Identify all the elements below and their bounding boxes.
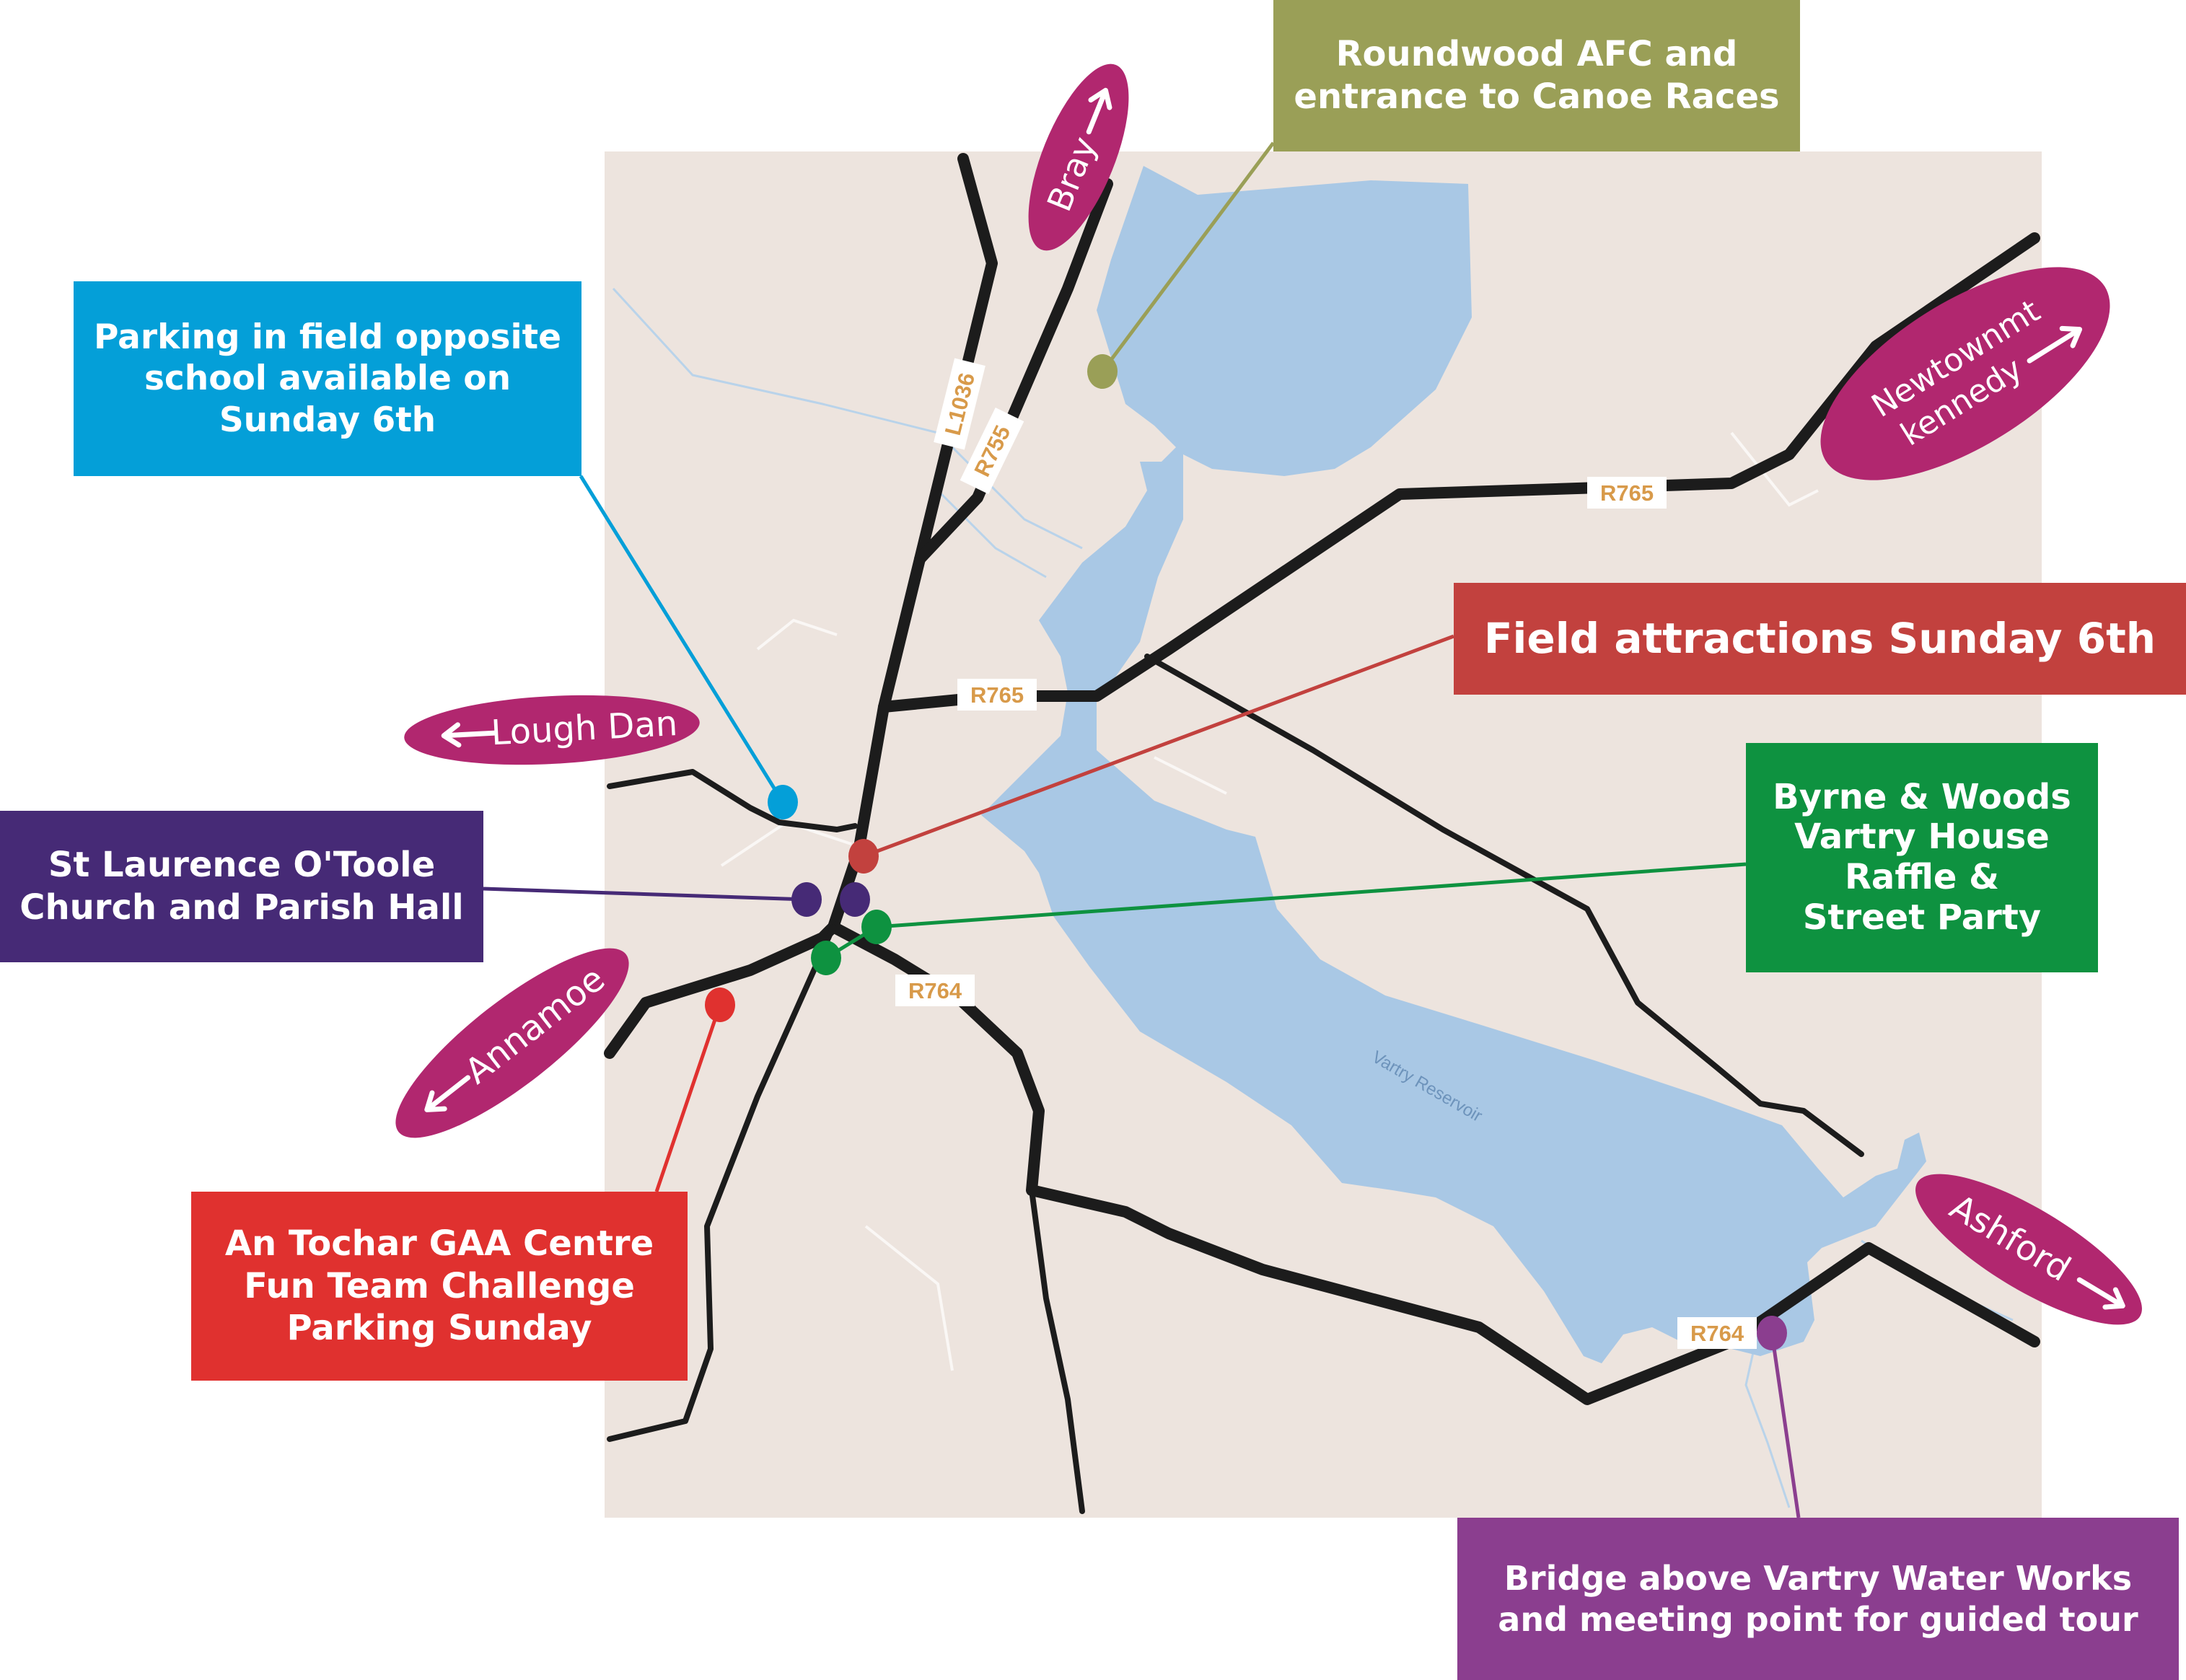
location-pins <box>705 354 1787 1350</box>
road-r755 <box>914 178 1113 565</box>
minor-tracks <box>720 431 1819 1371</box>
pin-tochar[interactable] <box>705 988 735 1022</box>
road-label-r765-centre: R765 <box>957 679 1037 711</box>
callout-tochar-line-3: Parking Sunday <box>286 1308 592 1349</box>
callout-bridge-line-2: and meeting point for guided tour <box>1498 1599 2138 1639</box>
vartry-reservoir-water <box>981 166 1926 1363</box>
svg-text:R765: R765 <box>1600 480 1654 506</box>
leader-byrne <box>876 862 1747 929</box>
svg-text:R764: R764 <box>908 978 962 1003</box>
pin-byrne-1[interactable] <box>861 910 892 944</box>
road-label-r765-east: R765 <box>1587 477 1667 509</box>
svg-text:R765: R765 <box>970 682 1024 708</box>
leader-lines <box>483 141 1801 1518</box>
callout-byrne-line-4: Street Party <box>1802 897 2042 938</box>
leader-bridge <box>1770 1332 1801 1518</box>
callout-roundwood-line-2: entrance to Canoe Races <box>1294 76 1780 117</box>
arrow-right-icon <box>1086 87 1112 135</box>
svg-text:Lough Dan: Lough Dan <box>490 703 678 753</box>
callout-church-line-2: Church and Parish Hall <box>19 887 464 928</box>
pin-byrne-2[interactable] <box>811 941 841 975</box>
callout-byrne-line-2: Vartry House <box>1794 817 2050 858</box>
arrow-right-icon <box>2027 325 2083 364</box>
callout-parking: Parking in field opposite school availab… <box>74 281 581 476</box>
leader-roundwood <box>1100 141 1276 373</box>
callout-parking-line-1: Parking in field opposite <box>94 317 561 357</box>
pin-roundwood[interactable] <box>1087 354 1118 389</box>
callout-byrne-line-1: Byrne & Woods <box>1773 776 2071 817</box>
road-r764-west <box>604 921 839 1059</box>
road-label-r764-west: R764 <box>895 975 975 1006</box>
callout-byrne-line-3: Raffle & <box>1844 857 2000 897</box>
callout-tochar: An Tochar GAA Centre Fun Team Challenge … <box>191 1192 688 1381</box>
callout-bridge: Bridge above Vartry Water Works and meet… <box>1457 1518 2179 1680</box>
callout-parking-line-3: Sunday 6th <box>219 400 436 440</box>
road-r764-east <box>828 921 2040 1405</box>
pin-parking[interactable] <box>768 785 798 819</box>
callout-field-attractions: Field attractions Sunday 6th <box>1454 583 2186 695</box>
leader-parking <box>579 475 785 804</box>
pin-bridge[interactable] <box>1757 1316 1787 1350</box>
arrow-right-icon <box>2076 1277 2125 1310</box>
callout-roundwood-line-1: Roundwood AFC and <box>1335 34 1738 75</box>
leader-field <box>863 634 1454 858</box>
callout-church-line-1: St Laurence O'Toole <box>48 845 436 886</box>
direction-bray: Bray <box>1028 63 1129 251</box>
direction-lough-dan: Lough Dan <box>404 695 700 765</box>
pin-field[interactable] <box>848 839 879 874</box>
callout-tochar-line-2: Fun Team Challenge <box>244 1265 635 1306</box>
leader-church <box>483 887 807 902</box>
arrow-left-icon <box>441 722 497 748</box>
callout-field-line-1: Field attractions Sunday 6th <box>1483 614 2156 664</box>
leader-tochar <box>654 1004 722 1192</box>
pin-church-1[interactable] <box>791 882 822 917</box>
svg-text:R764: R764 <box>1690 1321 1744 1346</box>
minor-roads <box>607 654 1864 1514</box>
callout-tochar-line-1: An Tochar GAA Centre <box>224 1223 654 1265</box>
road-labels: L1036 R755 R765 R765 R764 R764 <box>895 358 1757 1349</box>
pin-church-2[interactable] <box>840 882 870 917</box>
road-label-r764-east: R764 <box>1677 1317 1757 1349</box>
callout-bridge-line-1: Bridge above Vartry Water Works <box>1504 1559 2133 1598</box>
callout-roundwood: Roundwood AFC and entrance to Canoe Race… <box>1273 0 1800 151</box>
arrow-left-icon <box>424 1075 471 1112</box>
callout-church: St Laurence O'Toole Church and Parish Ha… <box>0 811 483 962</box>
callout-byrne-woods: Byrne & Woods Vartry House Raffle & Stre… <box>1746 743 2098 972</box>
callout-parking-line-2: school available on <box>144 359 512 399</box>
